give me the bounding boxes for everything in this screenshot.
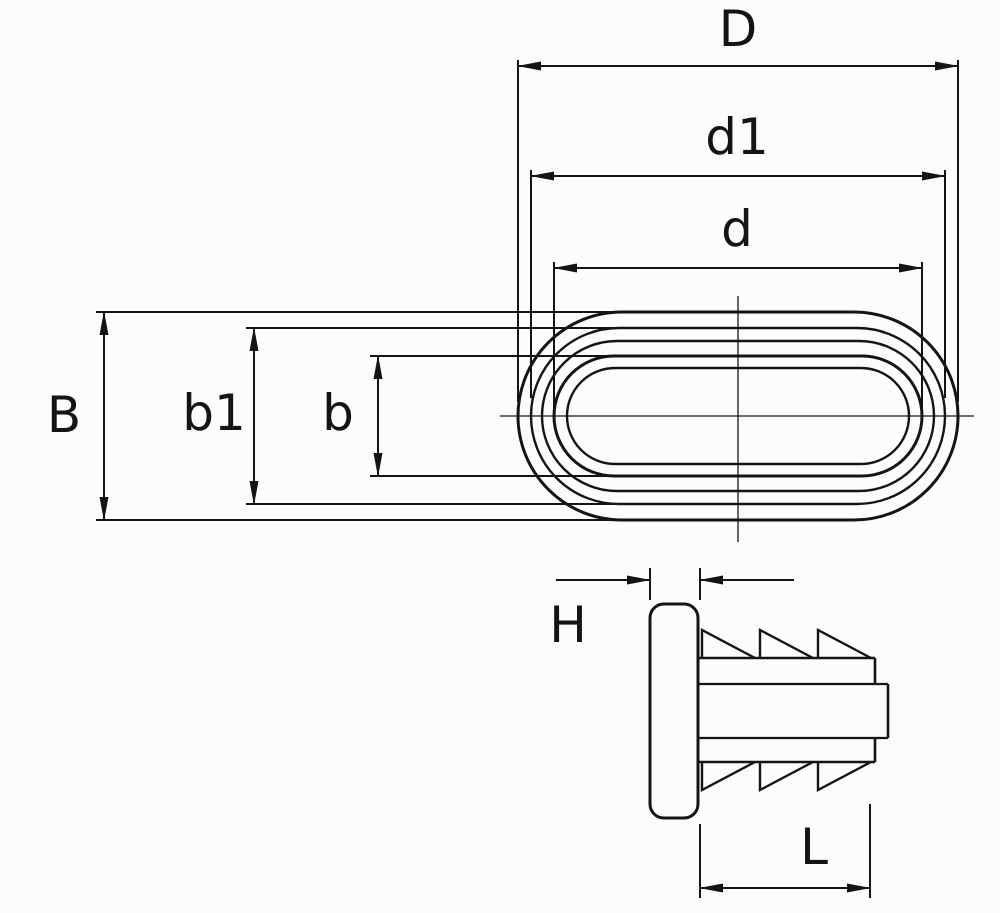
oval-d1-b1	[529, 326, 947, 506]
dim-L: L	[699, 804, 871, 898]
dim-label-b: b	[322, 384, 354, 442]
dim-label-d: d	[721, 200, 753, 258]
top-fins	[700, 628, 872, 660]
dim-H: H	[549, 568, 794, 654]
bottom-fins	[700, 760, 872, 792]
dim-b1: b1	[182, 327, 630, 505]
oval-opening-inner	[565, 366, 911, 466]
oval-outer-flange	[516, 310, 960, 522]
dim-label-L: L	[800, 818, 828, 876]
dim-d1: d1	[530, 108, 946, 398]
dim-label-b1: b1	[182, 384, 246, 442]
dim-b: b	[322, 355, 644, 477]
dim-label-B: B	[47, 386, 81, 444]
dim-B: B	[47, 311, 632, 521]
dim-D: D	[517, 0, 959, 402]
top-view	[500, 296, 974, 542]
flange-head	[648, 602, 700, 820]
oval-opening-outer	[552, 354, 924, 478]
dim-label-d1: d1	[705, 108, 769, 166]
dim-label-H: H	[549, 596, 587, 654]
oval-body	[540, 339, 936, 493]
side-view	[648, 602, 890, 820]
dim-d: d	[553, 200, 923, 408]
dim-label-D: D	[719, 0, 758, 58]
